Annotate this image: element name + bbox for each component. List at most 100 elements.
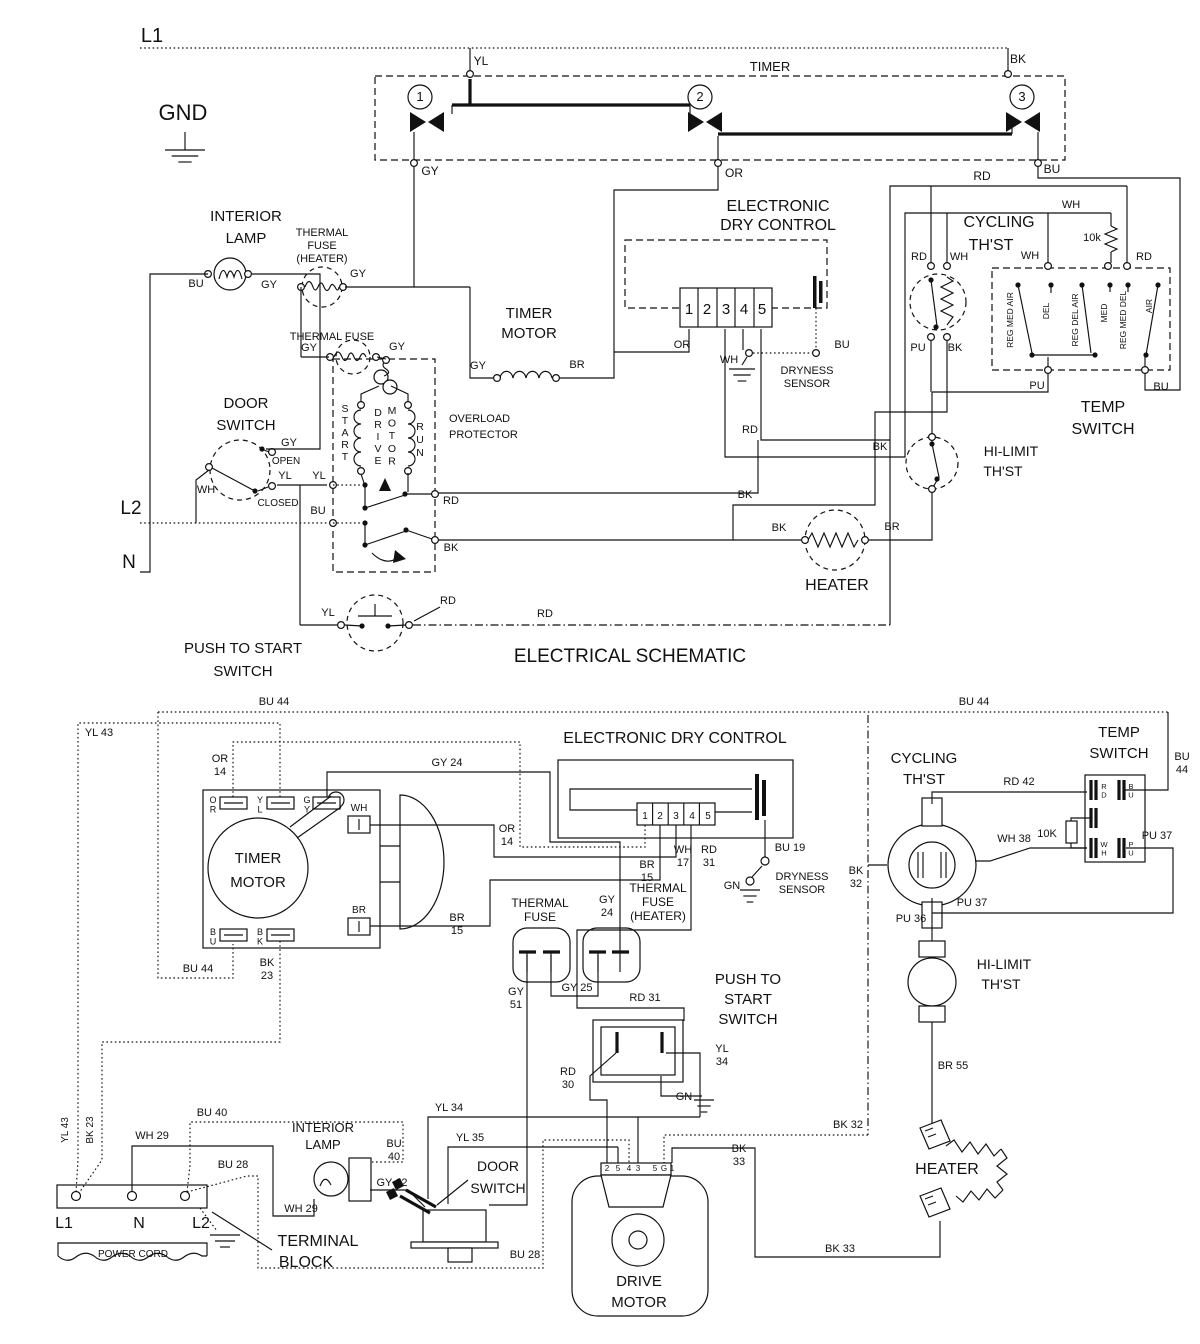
label-tf2: THERMAL FUSE xyxy=(290,331,375,343)
label-ilb-1: INTERIOR xyxy=(292,1120,354,1135)
label-mp-2: 5 xyxy=(616,1164,621,1173)
label-yl-timer: YL xyxy=(474,54,489,68)
label-ilb-2: LAMP xyxy=(305,1137,340,1152)
label-br15-a1: BR xyxy=(449,912,464,924)
label-ptsb-2: START xyxy=(724,991,772,1008)
label-mp-5: 5 xyxy=(653,1164,658,1173)
label-rd-10k: RD xyxy=(1136,251,1152,263)
thermal-fuse-block xyxy=(512,927,571,983)
interior-lamp-symbol xyxy=(213,257,247,291)
label-bu44-b: BU 44 xyxy=(959,696,990,708)
run-winding xyxy=(407,409,416,467)
label-bu28-a: BU 28 xyxy=(218,1159,249,1171)
label-rd-corner: RD xyxy=(742,424,758,436)
label-ov-1: OVERLOAD xyxy=(449,413,510,425)
label-rd-pts1: RD xyxy=(440,595,456,607)
label-l2: L2 xyxy=(120,498,141,519)
label-hlb-2: TH'ST xyxy=(981,976,1021,992)
heater-symbol xyxy=(804,509,866,571)
cycling-thermostat-block xyxy=(887,797,977,929)
overload-protector xyxy=(373,360,398,395)
start-winding xyxy=(353,409,362,467)
label-bu44-c: BU 44 xyxy=(183,963,214,975)
label-bk32-b: BK 32 xyxy=(833,1119,863,1131)
label-lamp-2: LAMP xyxy=(226,230,267,247)
label-tfh-1: THERMAL xyxy=(296,227,349,239)
label-tsb-2: SWITCH xyxy=(1089,745,1148,762)
label-cyc-2: TH'ST xyxy=(969,237,1014,254)
label-tb-2: BLOCK xyxy=(279,1254,334,1271)
wires xyxy=(75,47,1181,1269)
thermal-fuse-heater-symbol xyxy=(301,266,343,308)
label-contact-2: 2 xyxy=(696,89,703,104)
label-yl34-b: YL 34 xyxy=(435,1102,463,1114)
label-tmb-2: MOTOR xyxy=(230,874,286,891)
label-tfb-2: FUSE xyxy=(524,910,556,924)
label-or-pin1: OR xyxy=(674,339,691,351)
label-bk32-a2: 32 xyxy=(850,878,862,890)
label-yl34-a1: YL xyxy=(715,1043,728,1055)
label-rd31-b: RD 31 xyxy=(629,992,660,1004)
label-br-heat: BR xyxy=(884,521,899,533)
label-pcord: POWER CORD xyxy=(98,1249,168,1260)
label-gy51-1: GY xyxy=(508,986,525,998)
label-dm-2: MOTOR xyxy=(611,1294,667,1311)
label-ts-rda: REG DEL AIR xyxy=(1070,293,1080,346)
label-or14-b2: 14 xyxy=(501,836,513,848)
label-edc-p1: 1 xyxy=(685,301,693,318)
label-tsw-2: SWITCH xyxy=(1071,421,1134,438)
label-bk-h: BK xyxy=(738,489,753,501)
label-tb-1: TERMINAL xyxy=(278,1233,359,1250)
label-rd31-a1: RD xyxy=(701,844,717,856)
connection-nodes xyxy=(204,69,1149,886)
label-dryb-1: DRYNESS xyxy=(776,871,829,883)
label-lamp-1: INTERIOR xyxy=(210,208,282,225)
label-k10b: 10K xyxy=(1037,828,1057,840)
label-pu36: PU 36 xyxy=(896,913,927,925)
label-rd30-2: 30 xyxy=(562,1079,574,1091)
label-dob-1: DOOR xyxy=(477,1158,519,1174)
label-mp-3: 4 xyxy=(627,1164,632,1173)
label-bk33-b: BK 33 xyxy=(825,1243,855,1255)
label-eb-2: 2 xyxy=(657,811,663,822)
label-eb-5: 5 xyxy=(705,811,711,822)
label-yl34-a2: 34 xyxy=(716,1056,728,1068)
label-gy24-b1: GY xyxy=(599,894,616,906)
label-bu-temp: BU xyxy=(1153,381,1168,393)
label-edc-p3: 3 xyxy=(722,301,730,318)
push-to-start-block xyxy=(592,1019,684,1083)
label-gy12: GY 12 xyxy=(377,1177,408,1189)
label-mp-7: 1 xyxy=(670,1164,675,1173)
label-k10: 10k xyxy=(1083,232,1101,244)
label-bu-lamp: BU xyxy=(188,278,203,290)
label-heater: HEATER xyxy=(805,577,869,594)
label-gy-coil: GY xyxy=(470,360,487,372)
label-bu19: BU 19 xyxy=(775,842,806,854)
label-pu-cyc: PU xyxy=(910,342,925,354)
label-tfb-1: THERMAL xyxy=(511,896,569,910)
label-eb-4: 4 xyxy=(689,811,695,822)
heater-element xyxy=(919,1119,1008,1218)
timer-assembly-box xyxy=(374,75,1066,161)
label-bk23-a1: BK xyxy=(260,957,275,969)
label-eb-1: 1 xyxy=(642,811,648,822)
thermal-fuse-heater-block xyxy=(582,927,641,983)
push-to-start-symbol xyxy=(346,594,404,652)
label-rd30-1: RD xyxy=(560,1066,576,1078)
label-yl35: YL 35 xyxy=(456,1132,484,1144)
label-bk33-a2: 33 xyxy=(733,1156,745,1168)
label-bu44-d1: BU xyxy=(1174,751,1189,763)
label-gy-tfh: GY xyxy=(350,268,367,280)
label-wh17-1: WH xyxy=(674,844,692,856)
label-closed: CLOSED xyxy=(257,498,298,509)
label-bu44-d2: 44 xyxy=(1176,764,1188,776)
label-bu28-b: BU 28 xyxy=(510,1249,541,1261)
label-ptsb-1: PUSH TO xyxy=(715,971,781,988)
label-bk33-a1: BK xyxy=(732,1143,747,1155)
label-tfhb-3: (HEATER) xyxy=(630,909,686,923)
